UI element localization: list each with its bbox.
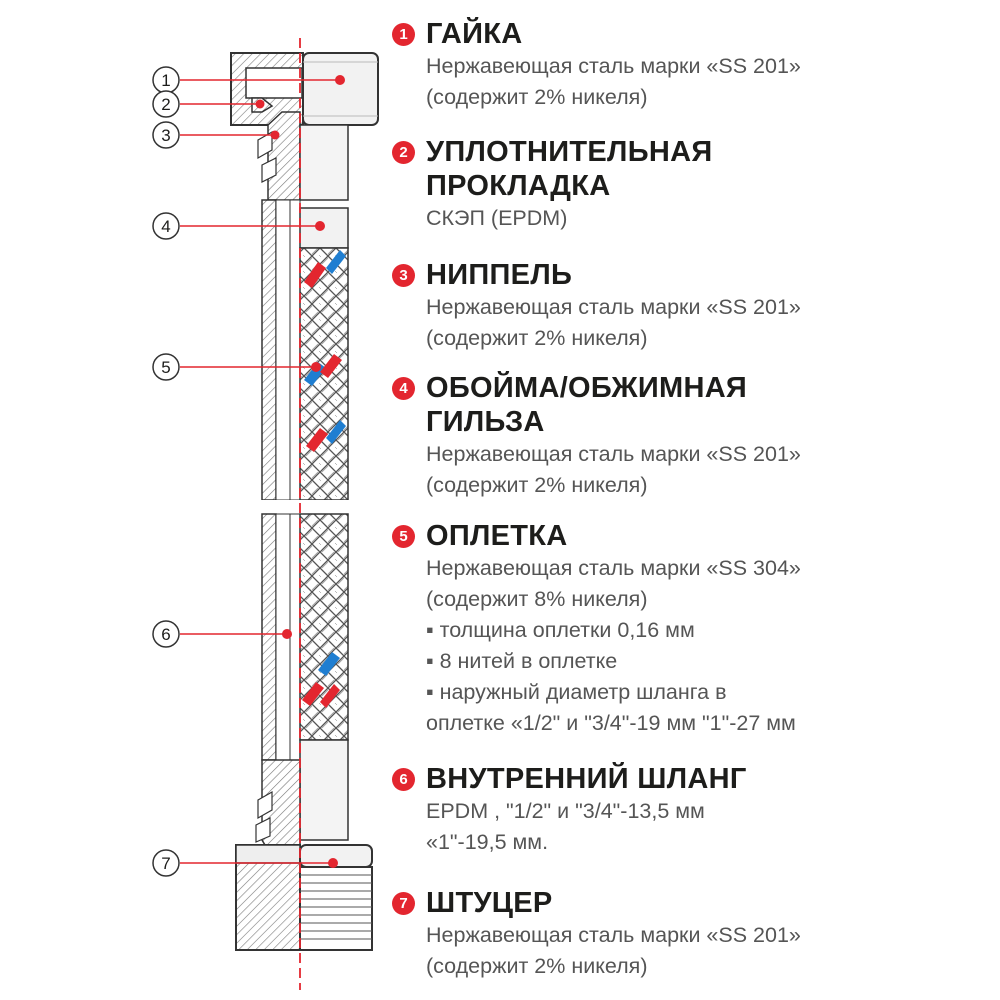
spec-title: УПЛОТНИТЕЛЬНАЯ: [426, 136, 713, 168]
spec-number-badge: 3: [392, 264, 415, 287]
spec-line: оплетке «1/2" и "3/4"-19 мм "1"-27 мм: [426, 711, 796, 735]
callout-3-number: 3: [161, 126, 170, 145]
callout-5-number: 5: [161, 358, 170, 377]
spec-number-badge: 7: [392, 892, 415, 915]
spec-title: ОБОЙМА/ОБЖИМНАЯ: [426, 372, 748, 404]
spec-line: Нержавеющая сталь марки «SS 201»: [426, 923, 801, 947]
callout-dots: [255, 75, 345, 868]
spec-line: (содержит 2% никеля): [426, 85, 648, 109]
spec-title: ГАЙКА: [426, 18, 523, 50]
spec-number-badge: 6: [392, 768, 415, 791]
spec-line: (содержит 2% никеля): [426, 473, 648, 497]
nipple-section: [257, 111, 349, 201]
spec-line: Нержавеющая сталь марки «SS 201»: [426, 54, 801, 78]
spec-line: ▪ 8 нитей в оплетке: [426, 649, 618, 673]
spec-title: ГИЛЬЗА: [426, 406, 545, 438]
spec-line: Нержавеющая сталь марки «SS 304»: [426, 556, 801, 580]
spec-number-badge: 5: [392, 525, 415, 548]
spec-line: (содержит 2% никеля): [426, 326, 648, 350]
spec-line: «1"-19,5 мм.: [426, 830, 549, 854]
spec-title: ВНУТРЕННИЙ ШЛАНГ: [426, 763, 747, 795]
callout-4-number: 4: [161, 217, 170, 236]
spec-title: ШТУЦЕР: [426, 887, 553, 919]
spec-sleeve: 4 ОБОЙМА/ОБЖИМНАЯ ГИЛЬЗА Нержавеющая ста…: [392, 371, 992, 501]
fitting-section: [235, 844, 373, 951]
callout-circles: 1 2 3 4 5 6 7: [152, 66, 180, 877]
spec-line: (содержит 2% никеля): [426, 954, 648, 978]
callout-7-number: 7: [161, 854, 170, 873]
callout-5: 5: [152, 353, 180, 381]
spec-number-badge: 1: [392, 23, 415, 46]
spec-title: ПРОКЛАДКА: [426, 170, 611, 202]
spec-line: (содержит 8% никеля): [426, 587, 648, 611]
spec-gasket: 2 УПЛОТНИТЕЛЬНАЯ ПРОКЛАДКА СКЭП (EPDM): [392, 135, 992, 234]
nipple-lower: [255, 759, 301, 851]
nut-section: [230, 52, 379, 126]
callout-1: 1: [152, 66, 180, 94]
callout-3: 3: [152, 121, 180, 149]
spec-title: НИППЕЛЬ: [426, 259, 573, 291]
callout-6-number: 6: [161, 625, 170, 644]
spec-line: EPDM , "1/2" и "3/4"-13,5 мм: [426, 799, 705, 823]
spec-number-badge: 2: [392, 141, 415, 164]
spec-nipple: 3 НИППЕЛЬ Нержавеющая сталь марки «SS 20…: [392, 258, 992, 354]
spec-line: ▪ наружный диаметр шланга в: [426, 680, 727, 704]
spec-title: ОПЛЕТКА: [426, 520, 568, 552]
spec-number-badge: 4: [392, 377, 415, 400]
spec-line: Нержавеющая сталь марки «SS 201»: [426, 442, 801, 466]
spec-line: ▪ толщина оплетки 0,16 мм: [426, 618, 695, 642]
spec-braid: 5 ОПЛЕТКА Нержавеющая сталь марки «SS 30…: [392, 519, 992, 739]
hose-cross-section-diagram: 1 2 3 4 5 6 7: [152, 38, 379, 990]
callout-7: 7: [152, 849, 180, 877]
spec-inner-hose: 6 ВНУТРЕННИЙ ШЛАНГ EPDM , "1/2" и "3/4"-…: [392, 762, 992, 858]
spec-nut: 1 ГАЙКА Нержавеющая сталь марки «SS 201»…: [392, 17, 992, 113]
callout-1-number: 1: [161, 71, 170, 90]
spec-line: Нержавеющая сталь марки «SS 201»: [426, 295, 801, 319]
sleeve-upper: [261, 199, 349, 501]
callout-4: 4: [152, 212, 180, 240]
callout-leaders: [180, 79, 340, 864]
callout-6: 6: [152, 620, 180, 648]
spec-line: СКЭП (EPDM): [426, 206, 568, 230]
callout-2-number: 2: [161, 95, 170, 114]
callout-2: 2: [152, 90, 180, 118]
spec-fitting: 7 ШТУЦЕР Нержавеющая сталь марки «SS 201…: [392, 886, 992, 982]
